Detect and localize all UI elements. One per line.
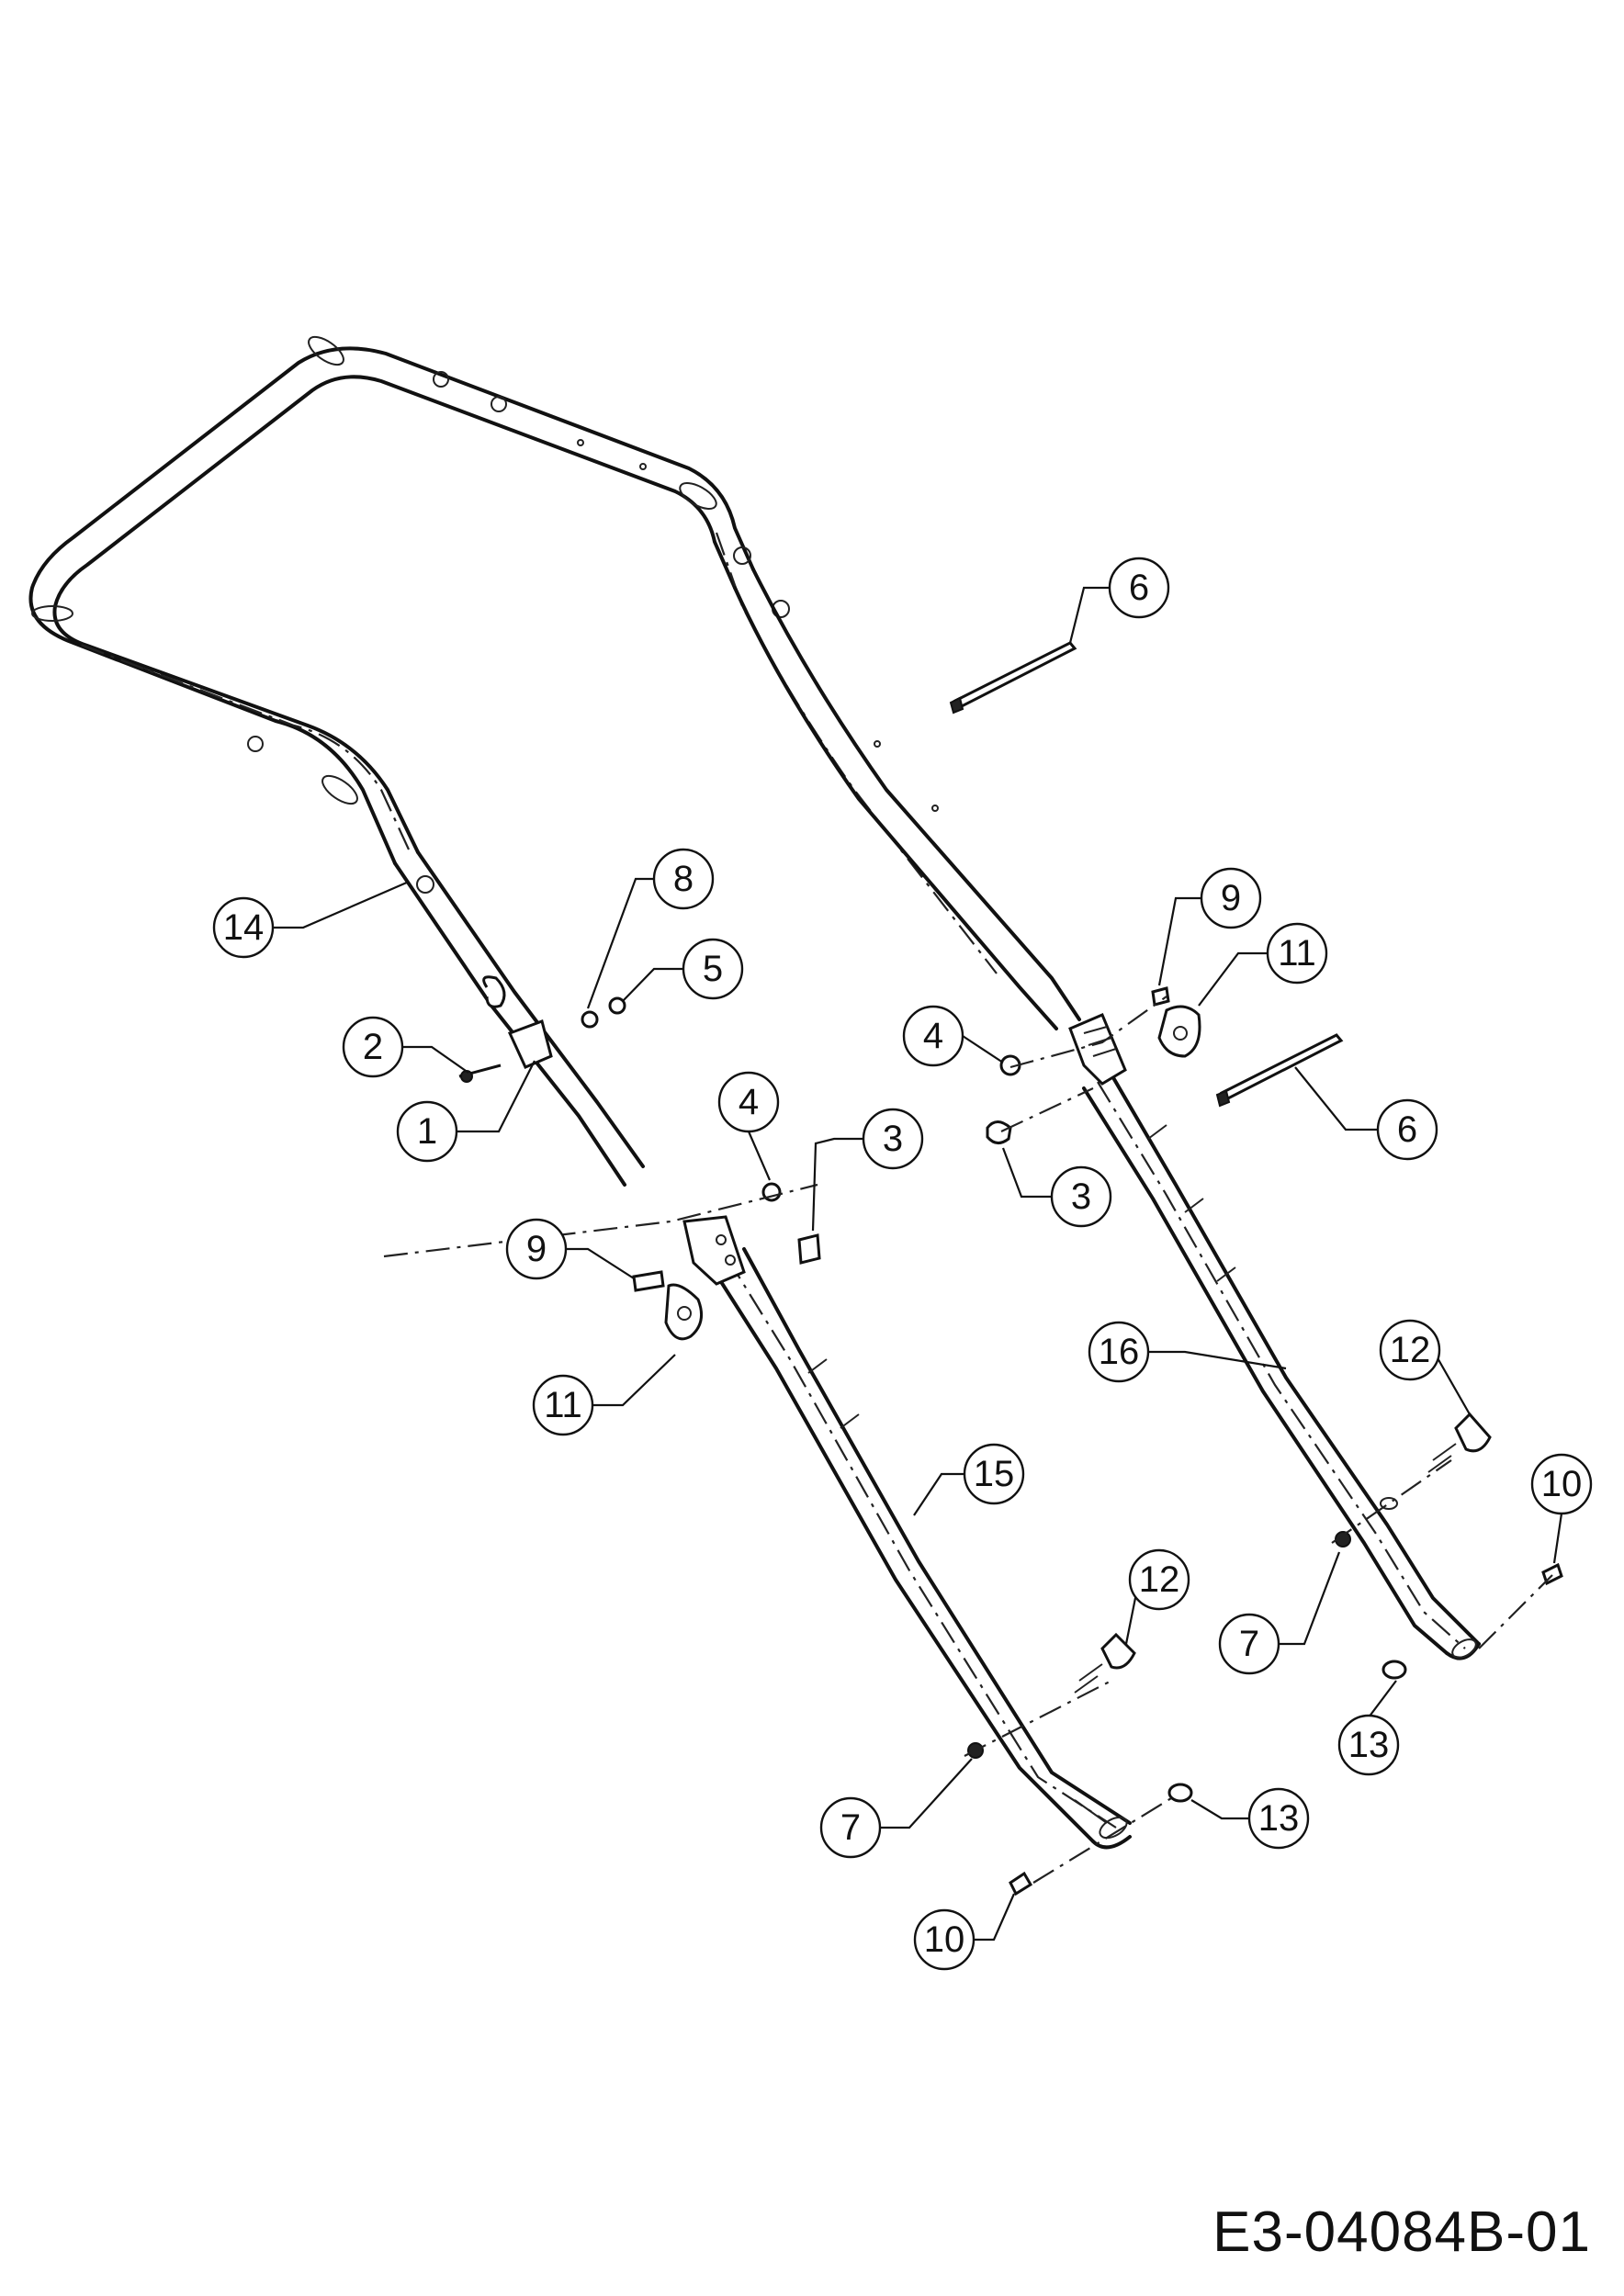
drawing-code: E3-04084B-01 bbox=[1212, 2200, 1591, 2264]
cable-parts bbox=[949, 641, 1344, 1108]
svg-text:12: 12 bbox=[1139, 1559, 1180, 1600]
callout-11-right: 11 bbox=[1198, 922, 1328, 1007]
svg-text:13: 13 bbox=[1348, 1725, 1390, 1765]
assembly-axes bbox=[383, 996, 1553, 1884]
callout-6-right: 6 bbox=[1294, 1066, 1438, 1161]
left-hinge-parts bbox=[458, 975, 821, 1341]
svg-text:13: 13 bbox=[1258, 1798, 1300, 1839]
callout-7-right: 7 bbox=[1218, 1551, 1341, 1675]
callout-10-left: 10 bbox=[913, 1893, 1016, 1971]
callout-3-right: 3 bbox=[1001, 1147, 1112, 1228]
svg-text:4: 4 bbox=[739, 1082, 759, 1122]
upper-handle bbox=[28, 335, 998, 974]
svg-text:6: 6 bbox=[1397, 1109, 1417, 1150]
right-hinge-parts bbox=[986, 986, 1201, 1144]
svg-text:12: 12 bbox=[1390, 1330, 1431, 1370]
svg-text:7: 7 bbox=[1239, 1624, 1259, 1664]
callout-13-right: 13 bbox=[1337, 1680, 1400, 1776]
callout-9-left: 9 bbox=[505, 1218, 635, 1280]
callout-9-right: 9 bbox=[1157, 867, 1262, 986]
svg-text:3: 3 bbox=[1071, 1176, 1091, 1217]
callout-3-left: 3 bbox=[811, 1108, 924, 1232]
callout-6-top: 6 bbox=[1068, 557, 1170, 644]
callout-12-right: 12 bbox=[1379, 1319, 1471, 1415]
svg-text:9: 9 bbox=[1221, 878, 1241, 918]
lower-handle-right bbox=[1082, 1073, 1481, 1660]
svg-text:2: 2 bbox=[363, 1027, 383, 1067]
svg-text:4: 4 bbox=[923, 1016, 943, 1056]
callout-16: 16 bbox=[1088, 1321, 1287, 1383]
svg-text:10: 10 bbox=[924, 1919, 965, 1960]
callout-4-right: 4 bbox=[902, 1005, 1004, 1067]
svg-text:3: 3 bbox=[883, 1119, 903, 1159]
callout-5: 5 bbox=[622, 938, 744, 1002]
svg-text:10: 10 bbox=[1541, 1464, 1583, 1504]
callout-8: 8 bbox=[586, 848, 715, 1009]
svg-text:1: 1 bbox=[417, 1111, 437, 1152]
svg-text:11: 11 bbox=[544, 1385, 582, 1425]
svg-text:8: 8 bbox=[673, 859, 694, 899]
svg-text:6: 6 bbox=[1129, 568, 1149, 608]
callout-11-left: 11 bbox=[532, 1354, 676, 1436]
callouts: 1 2 3 3 4 4 5 6 bbox=[212, 557, 1593, 1971]
callout-2: 2 bbox=[342, 1016, 469, 1078]
fastener-parts bbox=[967, 1412, 1563, 1896]
callout-14: 14 bbox=[212, 880, 410, 959]
callout-12-left: 12 bbox=[1124, 1548, 1190, 1645]
svg-text:16: 16 bbox=[1099, 1332, 1140, 1372]
svg-text:11: 11 bbox=[1278, 933, 1316, 974]
callout-13-left: 13 bbox=[1190, 1787, 1310, 1850]
svg-text:14: 14 bbox=[223, 907, 265, 948]
lower-handle-left bbox=[710, 1247, 1132, 1850]
callout-4-left: 4 bbox=[717, 1071, 780, 1181]
svg-text:5: 5 bbox=[703, 949, 723, 989]
callout-7-left: 7 bbox=[819, 1758, 973, 1859]
svg-text:9: 9 bbox=[526, 1229, 547, 1269]
svg-text:7: 7 bbox=[840, 1807, 861, 1848]
callout-10-right: 10 bbox=[1530, 1453, 1593, 1564]
callout-15: 15 bbox=[913, 1443, 1025, 1516]
svg-text:15: 15 bbox=[974, 1454, 1015, 1494]
callout-1: 1 bbox=[396, 1060, 536, 1163]
